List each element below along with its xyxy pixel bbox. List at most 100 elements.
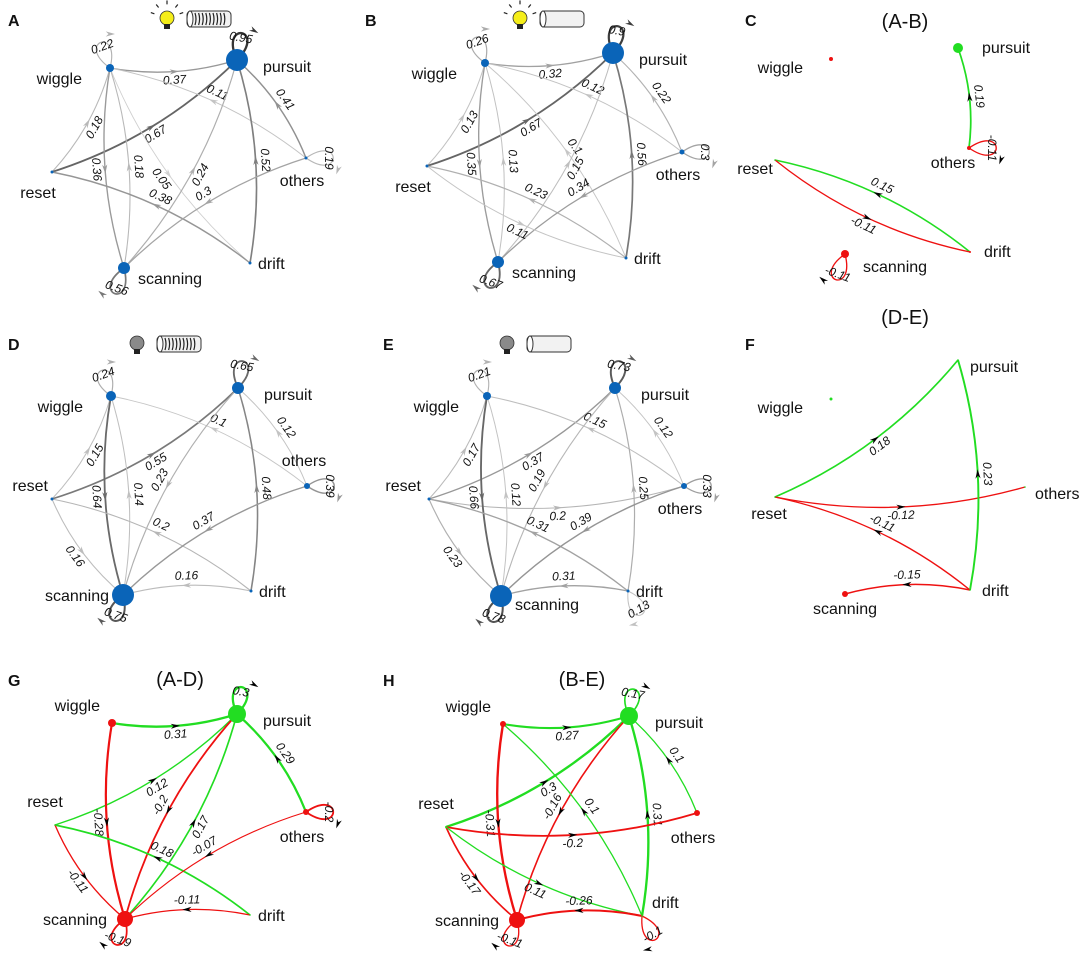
self-loop	[95, 41, 113, 69]
arrow-icon	[102, 491, 108, 502]
edge-weight-label: 0.19	[322, 146, 336, 170]
arrow-icon	[869, 436, 879, 445]
edge-drift-to-reset: 0.15	[774, 159, 971, 253]
arrow-icon	[559, 583, 569, 589]
edge-drift-to-pursuit: 0.48	[237, 387, 274, 592]
arrow-icon	[533, 879, 544, 886]
edge-others-to-others: -0.2	[305, 802, 342, 829]
arrow-icon	[106, 359, 117, 365]
edge-path	[497, 151, 683, 263]
node-label: drift	[636, 584, 663, 601]
edge-wiggle-to-wiggle: 0.22	[89, 31, 116, 69]
edge-pursuit-to-pursuit: 0.95	[228, 26, 259, 61]
arrow-icon	[188, 818, 196, 829]
edge-weight-label: 0.16	[63, 543, 88, 570]
node-label: wiggle	[757, 400, 803, 417]
node-label: others	[282, 453, 326, 470]
self-loop	[231, 32, 249, 61]
node-reset: reset	[385, 478, 431, 501]
self-loop	[110, 918, 128, 946]
edge-weight-label: 0.12	[651, 414, 676, 441]
edge-reset-to-pursuit: 0.12	[54, 713, 238, 826]
node-others: others	[671, 810, 715, 847]
edge-drift-to-reset: 0.38	[51, 171, 251, 264]
self-loop	[470, 36, 488, 64]
arrow-icon	[712, 158, 718, 169]
node-others: others	[1024, 486, 1079, 503]
edge-path	[51, 498, 252, 592]
edge-weight-label: 0.24	[188, 161, 212, 188]
edge-weight-label: 0.23	[980, 462, 995, 486]
node-marker	[249, 914, 251, 916]
arrow-icon	[516, 219, 526, 227]
arrow-icon	[631, 483, 637, 494]
edge-reset-to-scanning: 0.16	[51, 498, 124, 596]
edge-weight-label: 0.65	[229, 357, 255, 375]
arrow-icon	[336, 164, 342, 175]
edge-weight-label: 0.23	[440, 543, 465, 570]
node-marker	[500, 721, 506, 727]
node-label: scanning	[512, 265, 576, 282]
self-loop	[609, 360, 627, 389]
arrow-icon	[641, 682, 651, 690]
panel-f: F(D-E)0.18-0.120.23-0.11-0.15wigglepursu…	[745, 307, 1079, 618]
edge-path	[774, 159, 971, 253]
node-wiggle: wiggle	[445, 699, 506, 727]
self-loop	[483, 261, 501, 289]
node-reset: reset	[27, 794, 63, 826]
node-scanning: scanning	[45, 584, 134, 606]
edge-path	[426, 165, 627, 259]
arrow-icon	[574, 907, 584, 913]
node-drift: drift	[969, 244, 1011, 261]
node-marker	[228, 705, 246, 723]
node-label: drift	[984, 244, 1011, 261]
panel-letter: E	[383, 337, 394, 354]
arrow-icon	[902, 581, 912, 587]
arrow-icon	[472, 284, 482, 293]
edge-wiggle-to-scanning: 0.66	[466, 395, 502, 597]
arrow-icon	[249, 26, 259, 34]
arrow-icon	[819, 276, 829, 285]
arrow-icon	[543, 480, 550, 490]
arrow-icon	[563, 160, 571, 170]
arrow-icon	[975, 469, 981, 479]
edge-weight-label: -0.11	[64, 866, 91, 896]
node-label: wiggle	[36, 71, 82, 88]
arrow-icon	[896, 504, 906, 510]
node-label: drift	[258, 908, 285, 925]
node-label: reset	[20, 185, 56, 202]
node-marker	[445, 826, 447, 828]
node-label: others	[658, 501, 702, 518]
node-marker	[112, 584, 134, 606]
edge-path	[110, 395, 308, 487]
node-wiggle: wiggle	[413, 392, 491, 416]
node-marker	[969, 589, 971, 591]
edge-path	[774, 359, 959, 498]
arrow-icon	[562, 725, 572, 731]
edge-pursuit-to-pursuit: 0.17	[620, 682, 651, 717]
edge-weight-label: 0.64	[89, 485, 104, 509]
edge-drift-to-reset: 0.18	[54, 824, 251, 916]
node-marker	[50, 497, 54, 501]
node-marker	[50, 170, 54, 174]
node-marker	[108, 719, 116, 727]
node-scanning: scanning	[435, 912, 525, 930]
edge-path	[496, 723, 519, 921]
node-marker	[774, 496, 776, 498]
spring-extended-icon	[539, 10, 585, 28]
node-marker	[118, 262, 130, 274]
node-label: reset	[385, 478, 421, 495]
edge-others-to-others: 0.39	[306, 474, 343, 503]
node-marker	[626, 589, 630, 593]
edge-weight-label: -0.2	[322, 802, 336, 823]
edge-drift-to-scanning: 0.31	[500, 569, 629, 597]
panel-g: G(A-D)0.30.310.12-0.20.170.29-0.2-0.280.…	[8, 669, 342, 950]
node-label: others	[931, 155, 975, 172]
panel-letter: A	[8, 13, 20, 30]
arrow-icon	[336, 818, 342, 829]
edge-path	[124, 713, 238, 920]
node-label: wiggle	[37, 399, 83, 416]
